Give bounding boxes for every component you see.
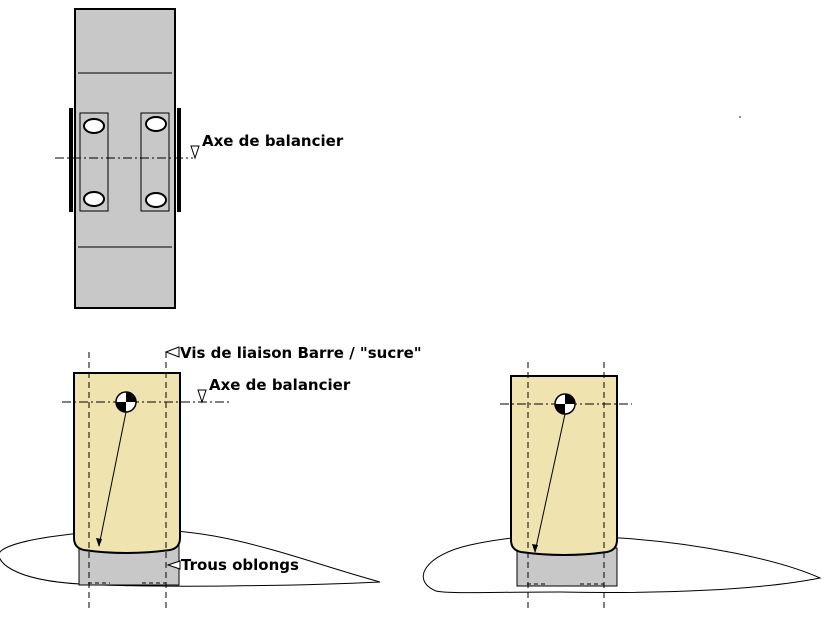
side-view-left-axis-marker xyxy=(197,389,207,404)
top-view-hole-top-left xyxy=(83,118,105,134)
side-view-left-bar-block xyxy=(73,372,181,554)
side-view-left-airfoil xyxy=(0,529,381,587)
side-view-left-rocker-arm xyxy=(98,411,127,547)
top-view-hole-bottom-left xyxy=(83,191,105,207)
side-view-right-bar-block xyxy=(510,375,618,556)
side-view-right-rocker-arrow xyxy=(532,544,538,553)
oblong-holes-marker xyxy=(166,560,181,570)
side-view-left-rocker-arrow xyxy=(96,538,102,547)
side-view-left: Vis de liaison Barre / "sucre" Axe de ba… xyxy=(0,344,422,612)
label-rocker-axis-side: Axe de balancier xyxy=(209,376,351,394)
top-view-axis-marker xyxy=(190,145,200,160)
side-view-left-cg-symbol xyxy=(115,391,137,413)
top-view: Axe de balancier xyxy=(55,8,344,309)
side-view-right-airfoil xyxy=(422,535,822,594)
side-view-right-rocker-arm xyxy=(534,413,566,553)
top-view-hole-top-right xyxy=(145,116,167,132)
label-oblong-holes: Trous oblongs xyxy=(181,556,299,574)
side-view-right-cg-symbol xyxy=(554,393,576,415)
stray-dot xyxy=(739,116,741,118)
side-view-right xyxy=(422,362,822,612)
bar-screw-marker xyxy=(164,346,180,358)
label-rocker-axis-top: Axe de balancier xyxy=(202,132,344,150)
label-bar-screw: Vis de liaison Barre / "sucre" xyxy=(180,344,422,362)
top-view-hole-bottom-right xyxy=(145,192,167,208)
